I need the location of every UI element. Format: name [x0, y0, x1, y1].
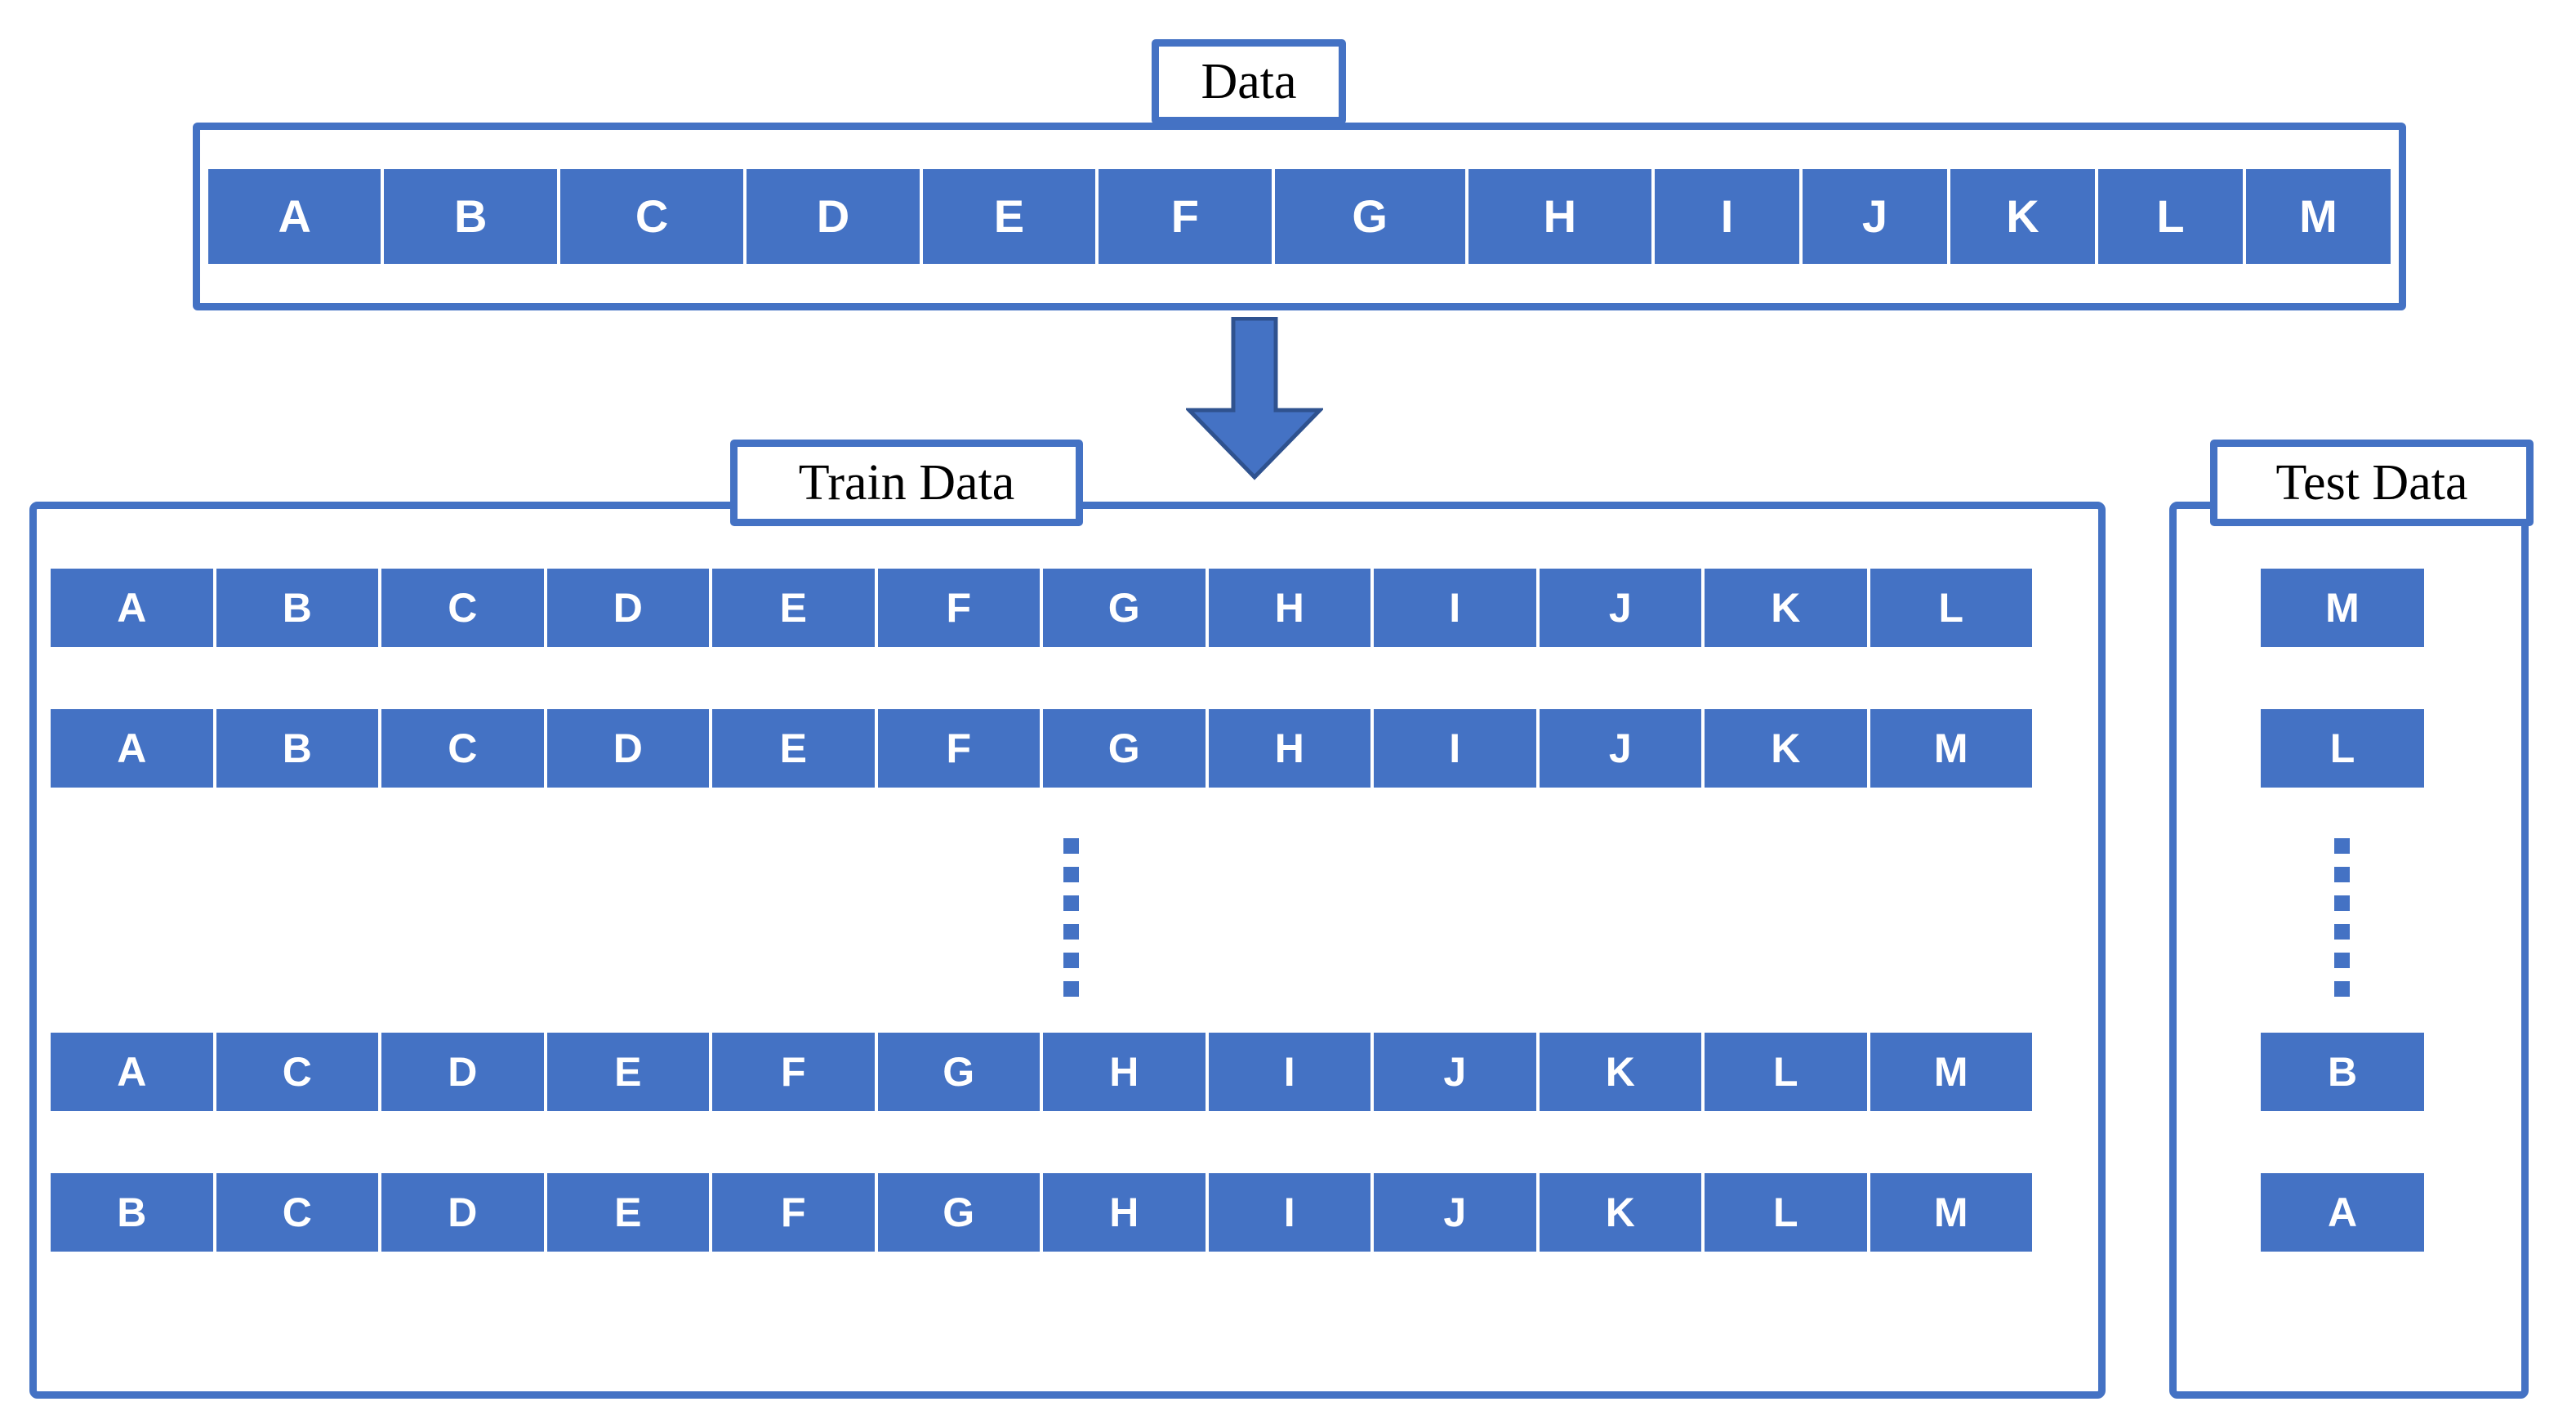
- train-data-cell: K: [1537, 1172, 1703, 1253]
- data-cell: A: [207, 167, 383, 266]
- data-cell: J: [1801, 167, 1949, 266]
- train-data-cell: J: [1372, 1031, 1538, 1113]
- train-data-cell: E: [711, 708, 876, 789]
- train-data-cell: I: [1206, 1031, 1372, 1113]
- train-data-cell: D: [545, 567, 711, 649]
- train-data-cell: B: [49, 1172, 215, 1253]
- train-data-cell: J: [1372, 1172, 1538, 1253]
- train-data-cell: A: [49, 708, 215, 789]
- train-data-panel-title-text: Train Data: [798, 455, 1015, 511]
- data-cell: G: [1272, 167, 1467, 266]
- data-cell: M: [2244, 167, 2392, 266]
- train-data-cell: C: [380, 708, 546, 789]
- test-data-cell: B: [2259, 1031, 2426, 1113]
- train-data-cell: E: [545, 1031, 711, 1113]
- train-data-cell: J: [1537, 567, 1703, 649]
- train-data-cell: G: [876, 1031, 1041, 1113]
- train-data-cell: D: [380, 1031, 546, 1113]
- test-data-panel-title: Test Data: [2210, 440, 2534, 526]
- train-data-cell: B: [214, 708, 380, 789]
- train-data-cell: A: [49, 1031, 215, 1113]
- data-panel-title-text: Data: [1201, 54, 1297, 109]
- train-data-cell: G: [1041, 567, 1207, 649]
- train-data-cell: H: [1206, 567, 1372, 649]
- test-data-panel-title-text: Test Data: [2275, 455, 2468, 511]
- train-data-cell: G: [1041, 708, 1207, 789]
- train-data-cell: C: [214, 1172, 380, 1253]
- data-panel-title: Data: [1152, 39, 1346, 124]
- train-data-cell: D: [545, 708, 711, 789]
- train-data-cell: K: [1703, 708, 1869, 789]
- train-data-cell: F: [876, 708, 1041, 789]
- data-cell: K: [1948, 167, 2097, 266]
- train-data-cell: H: [1041, 1031, 1207, 1113]
- test-vertical-ellipsis-icon: [2334, 838, 2350, 997]
- train-data-panel-title: Train Data: [730, 440, 1083, 526]
- data-cell: D: [745, 167, 921, 266]
- down-arrow-icon: [1184, 316, 1325, 480]
- train-data-cell: G: [876, 1172, 1041, 1253]
- train-data-cell: H: [1041, 1172, 1207, 1253]
- train-data-cell: L: [1868, 567, 2034, 649]
- data-cell: I: [1653, 167, 1801, 266]
- train-data-cell: L: [1703, 1031, 1869, 1113]
- train-data-cell: I: [1372, 567, 1538, 649]
- train-data-cell: I: [1372, 708, 1538, 789]
- train-data-cell: I: [1206, 1172, 1372, 1253]
- test-data-cell: A: [2259, 1172, 2426, 1253]
- data-cell: E: [920, 167, 1098, 266]
- train-data-cell: L: [1703, 1172, 1869, 1253]
- data-cell: C: [558, 167, 746, 266]
- train-data-cell: A: [49, 567, 215, 649]
- train-data-cell: M: [1868, 708, 2034, 789]
- data-cell: H: [1466, 167, 1654, 266]
- train-data-cell: C: [380, 567, 546, 649]
- train-data-cell: K: [1703, 567, 1869, 649]
- train-data-cell: F: [711, 1172, 876, 1253]
- train-data-cell: F: [711, 1031, 876, 1113]
- train-data-cell: C: [214, 1031, 380, 1113]
- train-data-cell: F: [876, 567, 1041, 649]
- test-data-cell: L: [2259, 708, 2426, 789]
- test-data-cell: M: [2259, 567, 2426, 649]
- train-data-cell: H: [1206, 708, 1372, 789]
- data-cell: L: [2096, 167, 2244, 266]
- train-data-cell: B: [214, 567, 380, 649]
- train-data-cell: K: [1537, 1031, 1703, 1113]
- data-cell: B: [382, 167, 559, 266]
- train-data-cell: D: [380, 1172, 546, 1253]
- train-data-cell: E: [545, 1172, 711, 1253]
- train-data-cell: E: [711, 567, 876, 649]
- train-data-cell: J: [1537, 708, 1703, 789]
- data-cell: F: [1097, 167, 1273, 266]
- train-vertical-ellipsis-icon: [1063, 838, 1079, 997]
- train-data-cell: M: [1868, 1172, 2034, 1253]
- train-data-cell: M: [1868, 1031, 2034, 1113]
